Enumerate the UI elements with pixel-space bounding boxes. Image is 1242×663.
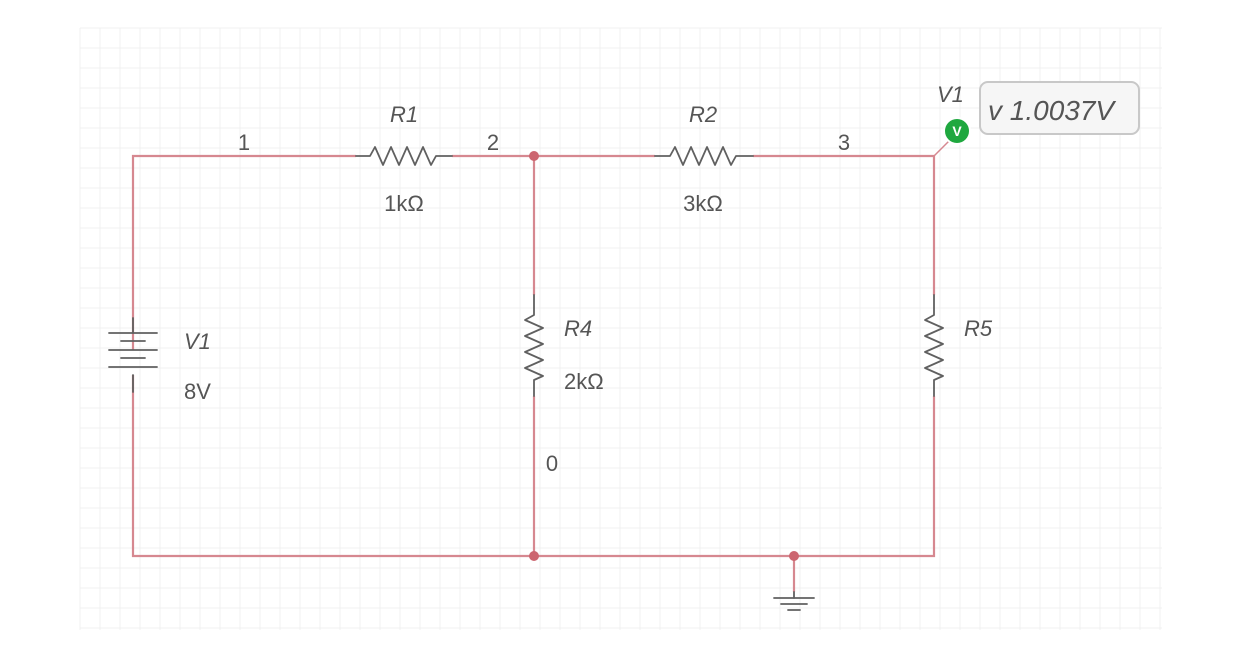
labels: 1 2 3 0 R1 1kΩ R2 3kΩ R4 2kΩ R5 V1 8V <box>184 102 993 476</box>
junctions <box>529 151 799 561</box>
resistor-r4-name[interactable]: R4 <box>564 316 592 341</box>
resistor-r1-value[interactable]: 1kΩ <box>384 191 424 216</box>
battery-v1-name[interactable]: V1 <box>184 329 211 354</box>
resistor-r2-name[interactable]: R2 <box>689 102 717 127</box>
net-label-0: 0 <box>546 451 558 476</box>
components[interactable] <box>108 146 944 611</box>
schematic-grid <box>79 27 1162 630</box>
resistor-r4-value[interactable]: 2kΩ <box>564 369 604 394</box>
probe-icon-letter: V <box>952 123 962 139</box>
voltage-probe[interactable]: V1 V v 1.0037V <box>937 81 1140 145</box>
battery-v1-symbol[interactable] <box>108 317 158 393</box>
voltage-probe-icon[interactable] <box>943 117 971 145</box>
junction-node-0-ground <box>789 551 799 561</box>
wires[interactable] <box>131 137 953 592</box>
ground-icon[interactable] <box>773 591 815 611</box>
junction-node-2 <box>529 151 539 161</box>
resistor-r5-name[interactable]: R5 <box>964 316 993 341</box>
resistor-r1-symbol[interactable] <box>355 146 453 166</box>
resistor-r4-symbol[interactable] <box>524 294 544 397</box>
probe-reading-value: v 1.0037V <box>988 95 1116 126</box>
probe-reading-box[interactable] <box>979 81 1140 135</box>
junction-node-0-left <box>529 551 539 561</box>
resistor-r2-value[interactable]: 3kΩ <box>683 191 723 216</box>
probe-name[interactable]: V1 <box>937 82 964 107</box>
net-label-2: 2 <box>487 130 499 155</box>
wire-net-1[interactable] <box>131 154 356 350</box>
battery-v1-value[interactable]: 8V <box>184 379 211 404</box>
resistor-r1-name[interactable]: R1 <box>390 102 418 127</box>
resistor-r5-symbol[interactable] <box>924 294 944 397</box>
resistor-r2-symbol[interactable] <box>654 146 754 166</box>
net-label-1: 1 <box>238 130 250 155</box>
net-label-3: 3 <box>838 130 850 155</box>
